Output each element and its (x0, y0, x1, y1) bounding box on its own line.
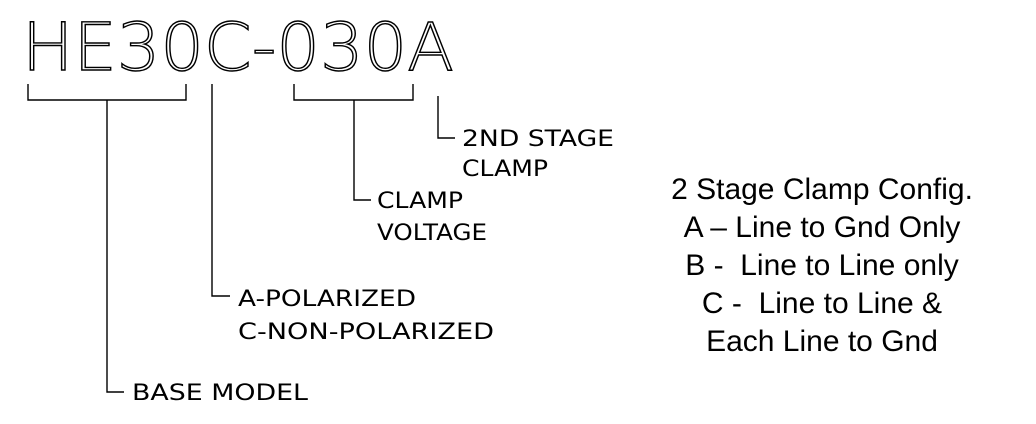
clamp-config-item-c-cont: Each Line to Gnd (706, 325, 938, 358)
clamp-config-item-b: B - Line to Line only (685, 249, 959, 282)
clamp-config-item-c: C - Line to Line & (701, 287, 943, 320)
clamp-config-item-a: A – Line to Gnd Only (683, 211, 961, 244)
base-model-label: BASE MODEL (132, 381, 309, 406)
second-stage-label-line2: CLAMP (462, 157, 548, 182)
clamp-voltage-leader (353, 100, 371, 201)
second-stage-label-line1: 2ND STAGE (462, 127, 614, 152)
clamp-voltage-label-line2: VOLTAGE (377, 221, 487, 246)
polarization-leader (211, 84, 230, 297)
clamp-voltage-bracket (293, 84, 414, 101)
base-model-bracket (27, 84, 187, 101)
clamp-config-legend: 2 Stage Clamp Config. A – Line to Gnd On… (612, 171, 1032, 361)
non-polarized-label: C-NON-POLARIZED (238, 320, 494, 345)
second-stage-leader (437, 96, 455, 139)
clamp-voltage-label-line1: CLAMP (377, 189, 463, 214)
polarized-label: A-POLARIZED (238, 287, 416, 312)
base-model-leader (106, 100, 124, 393)
part-number-title: HE30C-030A (22, 9, 454, 86)
clamp-config-title: 2 Stage Clamp Config. (671, 173, 973, 206)
